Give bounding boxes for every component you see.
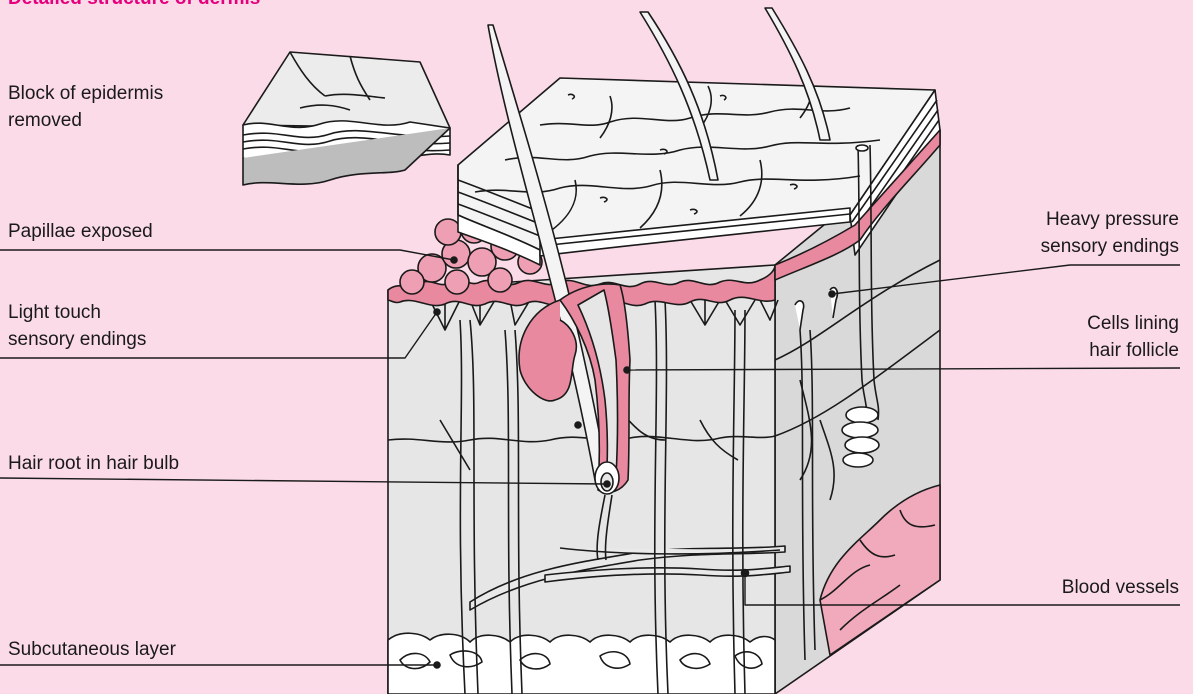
label-heavy-pressure: Heavy pressure sensory endings <box>1041 206 1179 260</box>
label-subcutaneous: Subcutaneous layer <box>8 636 176 663</box>
label-epidermis-block: Block of epidermis removed <box>8 80 163 134</box>
label-heavy-pressure-line1: Heavy pressure <box>1041 206 1179 233</box>
label-heavy-pressure-line2: sensory endings <box>1041 233 1179 260</box>
subcutaneous-fat-cells <box>388 633 775 694</box>
label-epidermis-block-line1: Block of epidermis <box>8 80 163 107</box>
label-light-touch-line2: sensory endings <box>8 326 146 353</box>
label-light-touch: Light touch sensory endings <box>8 299 146 353</box>
label-papillae: Papillae exposed <box>8 218 153 245</box>
label-light-touch-line1: Light touch <box>8 299 146 326</box>
label-blood-vessels: Blood vessels <box>1062 574 1179 601</box>
removed-epidermis-block <box>243 52 450 185</box>
label-cells-lining-line1: Cells lining <box>1087 310 1179 337</box>
label-hair-root: Hair root in hair bulb <box>8 450 179 477</box>
label-epidermis-block-line2: removed <box>8 107 163 134</box>
label-cells-lining: Cells lining hair follicle <box>1087 310 1179 364</box>
label-cells-lining-line2: hair follicle <box>1087 337 1179 364</box>
